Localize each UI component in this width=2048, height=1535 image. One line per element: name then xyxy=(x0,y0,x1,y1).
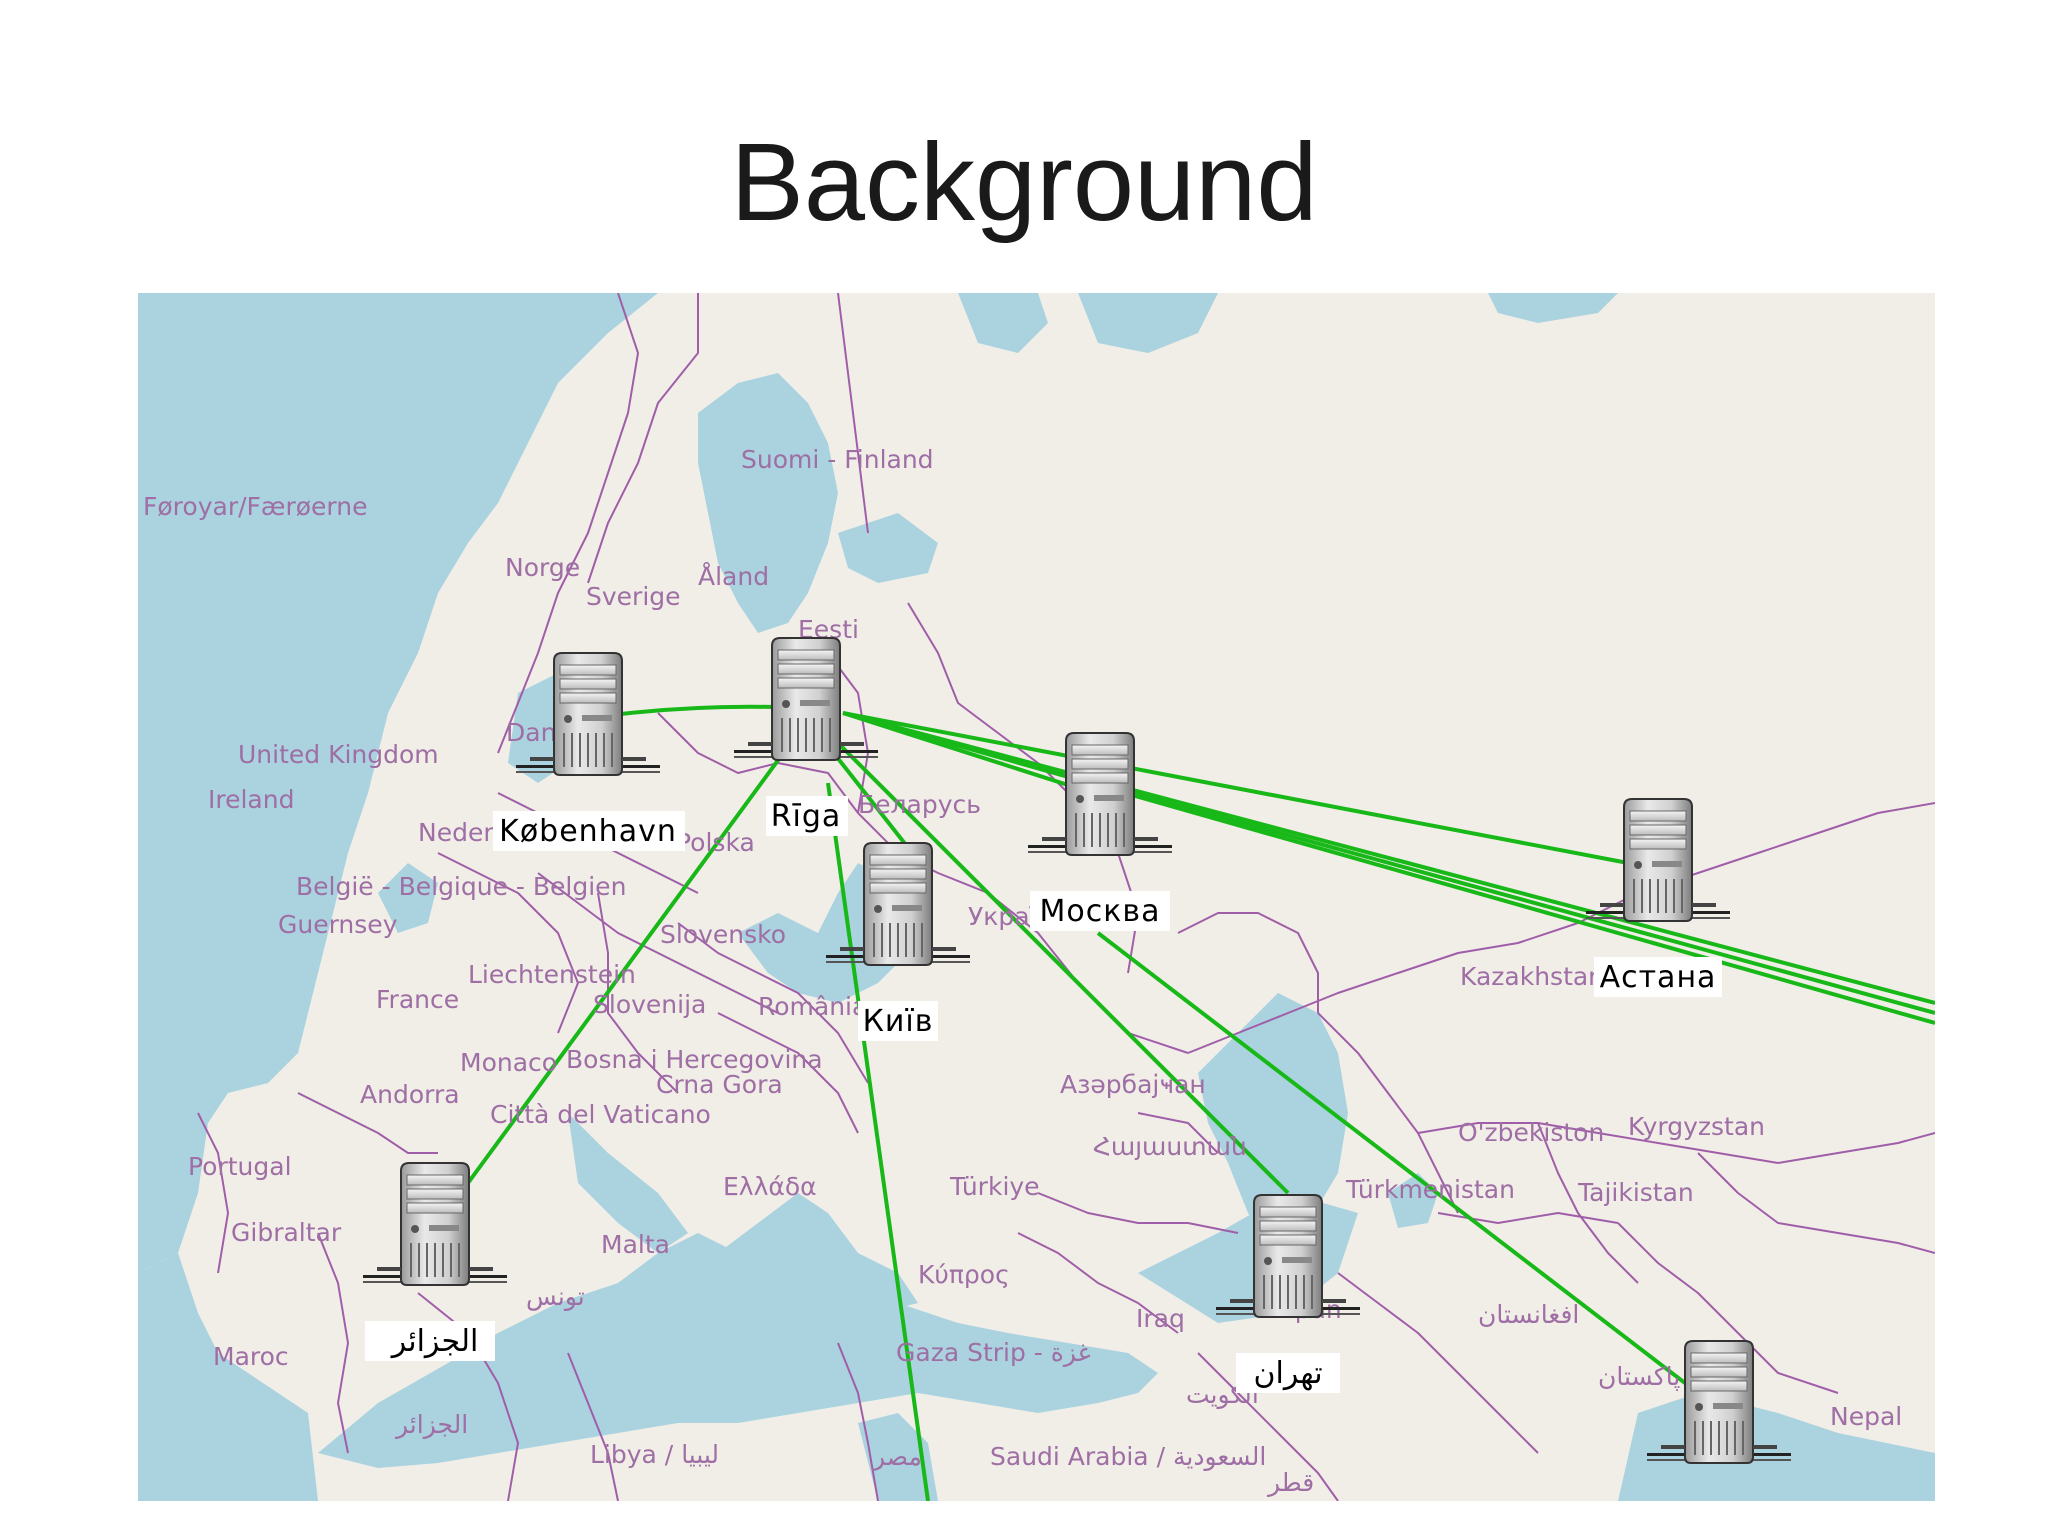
country-label: الجزائر xyxy=(394,1410,468,1439)
country-label: Հայաստան xyxy=(1093,1132,1247,1161)
country-label: United Kingdom xyxy=(238,740,439,769)
link-riga-tehran xyxy=(826,731,1290,1195)
country-label-layer: Føroyar/Færøerne United Kingdom Ireland … xyxy=(143,445,1902,1497)
map-canvas[interactable]: Føroyar/Færøerne United Kingdom Ireland … xyxy=(138,293,1935,1501)
country-label: Monaco xyxy=(460,1048,557,1077)
server-label-bg xyxy=(858,1001,938,1041)
server-label: تهران xyxy=(1253,1356,1322,1391)
country-label: پاکستان xyxy=(1598,1362,1680,1391)
map-panel[interactable]: Føroyar/Færøerne United Kingdom Ireland … xyxy=(138,293,1935,1501)
country-label: افغانستان xyxy=(1478,1300,1579,1329)
country-label: Crna Gora xyxy=(656,1070,783,1099)
country-label: Tajikistan xyxy=(1577,1178,1694,1207)
country-label: Città del Vaticano xyxy=(490,1100,711,1129)
country-label: Азәрбајҹан xyxy=(1060,1070,1206,1099)
country-label: Iraq xyxy=(1136,1304,1185,1333)
country-label: Liechtenstein xyxy=(468,960,636,989)
country-label: Türkmenistan xyxy=(1345,1175,1515,1204)
water-layer xyxy=(138,293,1935,1501)
country-label: Slovenija xyxy=(593,990,706,1019)
country-label: België - Belgique - Belgien xyxy=(296,872,626,901)
link-moskva-pakistan xyxy=(1096,931,1700,1395)
server-label: Москва xyxy=(1040,894,1161,929)
country-label: Κύπρος xyxy=(918,1260,1010,1289)
country-label: Gaza Strip - غزة xyxy=(896,1338,1091,1367)
link-riga-astana xyxy=(842,711,1629,865)
server-label-bg xyxy=(1594,957,1722,997)
server-label-bg xyxy=(1030,891,1170,931)
server-node-tehran[interactable]: تهران xyxy=(1215,1194,1361,1393)
country-label: Kyrgyzstan xyxy=(1628,1112,1765,1141)
server-label-bg xyxy=(365,1321,495,1361)
country-label: Беларусь xyxy=(858,790,981,819)
country-label: România xyxy=(758,992,867,1021)
country-label: Åland xyxy=(698,562,769,591)
country-label: Türkiye xyxy=(949,1172,1040,1201)
country-label: Libya / ليبيا xyxy=(590,1440,719,1469)
server-label: København xyxy=(499,814,677,849)
slide-title: Background xyxy=(730,121,1318,244)
link-layer xyxy=(466,704,1935,1501)
country-label: France xyxy=(376,985,459,1014)
server-label-bg xyxy=(493,811,685,851)
country-label: Sverige xyxy=(586,582,681,611)
server-label: الجزائر xyxy=(390,1324,479,1359)
country-label: Bosna i Hercegovina xyxy=(566,1045,823,1074)
server-node-riga[interactable]: Rīga xyxy=(733,637,879,836)
link-riga-east-3 xyxy=(842,711,1935,1015)
country-label: Suomi - Finland xyxy=(741,445,934,474)
country-label: Slovensko xyxy=(660,920,786,949)
server-label: Rīga xyxy=(771,799,842,834)
country-label: قطر xyxy=(1266,1468,1314,1497)
border-layer xyxy=(197,293,1935,1501)
server-label: Київ xyxy=(863,1004,934,1039)
country-label: Portugal xyxy=(188,1152,292,1181)
server-label-bg xyxy=(766,796,848,836)
link-riga-aljazair xyxy=(466,731,800,1185)
country-label: Nepal xyxy=(1830,1402,1902,1431)
country-label: Maroc xyxy=(213,1342,289,1371)
server-label-bg xyxy=(1236,1353,1340,1393)
country-label: Gibraltar xyxy=(231,1218,342,1247)
country-label: Neder xyxy=(418,818,494,847)
server-label: Астана xyxy=(1600,960,1717,995)
country-label: Dan xyxy=(506,718,556,747)
country-label: تونس xyxy=(526,1282,585,1311)
server-node-kobenhavn[interactable]: København xyxy=(493,652,685,851)
server-node-aljazair[interactable]: الجزائر xyxy=(362,1162,508,1361)
country-label: Norge xyxy=(505,553,580,582)
country-label: Ελλάδα xyxy=(723,1172,817,1201)
country-label: Føroyar/Færøerne xyxy=(143,492,367,521)
country-label: مصر xyxy=(871,1442,922,1471)
country-label: Polska xyxy=(676,828,755,857)
country-label: Andorra xyxy=(360,1080,460,1109)
country-label: Saudi Arabia / السعودية xyxy=(990,1442,1266,1471)
country-label: Malta xyxy=(601,1230,670,1259)
server-node-moskva[interactable]: Москва xyxy=(1027,732,1173,931)
link-riga-south xyxy=(826,782,930,1501)
server-node-astana[interactable]: Астана xyxy=(1585,798,1731,997)
country-label: Kazakhstan xyxy=(1460,962,1604,991)
country-label: Ireland xyxy=(208,785,294,814)
country-label: Guernsey xyxy=(278,910,398,939)
server-node-kyiv[interactable]: Київ xyxy=(825,842,971,1041)
country-label: O'zbekiston xyxy=(1458,1118,1604,1147)
